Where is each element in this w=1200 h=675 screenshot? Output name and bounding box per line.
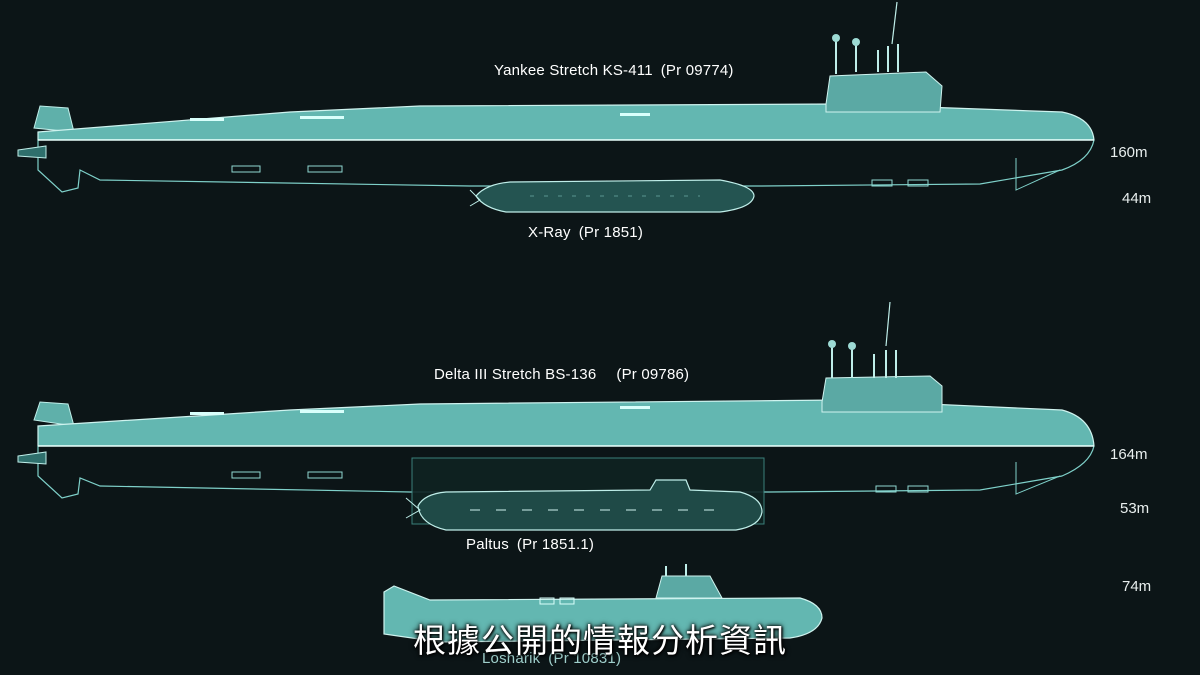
losharik-label: Losharik (Pr 10831) — [482, 650, 621, 667]
delta-label: Delta III Stretch BS-136 (Pr 09786) — [434, 366, 689, 383]
paltus-length: 53m — [1120, 500, 1150, 517]
delta-name: Delta III Stretch BS-136 — [434, 366, 597, 383]
yankee-length: 160m — [1110, 144, 1148, 161]
paltus-hull — [405, 457, 765, 531]
video-subtitle: 根據公開的情報分析資訊 — [413, 621, 787, 660]
xray-name: X-Ray — [528, 224, 571, 241]
paltus-designation: (Pr 1851.1) — [516, 536, 595, 553]
xray-designation: (Pr 1851) — [578, 224, 644, 241]
yankee-designation: (Pr 09774) — [660, 62, 734, 79]
xray-label: X-Ray (Pr 1851) — [528, 224, 643, 241]
losharik-hull — [383, 564, 823, 643]
losharik-designation: (Pr 10831) — [548, 650, 622, 667]
delta-iii-stretch-hull — [17, 301, 1095, 499]
losharik-name: Losharik — [482, 650, 541, 667]
yankee-name: Yankee Stretch KS-411 — [494, 62, 653, 79]
yankee-label: Yankee Stretch KS-411 (Pr 09774) — [494, 62, 734, 79]
delta-length: 164m — [1110, 446, 1148, 463]
losharik-length: 74m — [1122, 578, 1152, 595]
yankee-stretch-hull — [17, 1, 1095, 193]
x-ray-hull — [469, 179, 755, 213]
paltus-label: Paltus (Pr 1851.1) — [466, 536, 594, 553]
delta-designation: (Pr 09786) — [616, 366, 690, 383]
xray-length: 44m — [1122, 190, 1152, 207]
paltus-name: Paltus — [466, 536, 509, 553]
